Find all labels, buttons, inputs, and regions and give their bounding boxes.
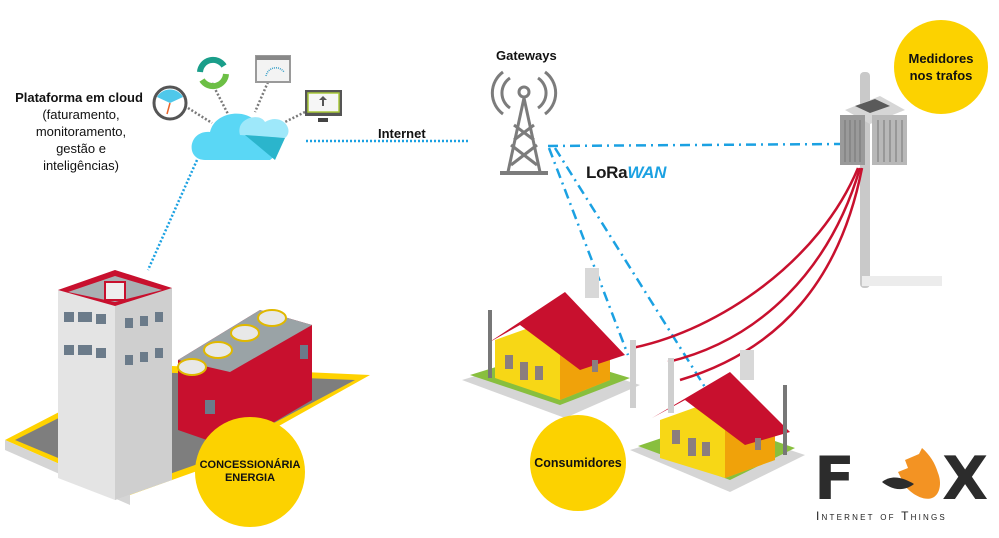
lorawan-logo: LoRaWAN bbox=[586, 163, 666, 183]
fox-logo-icon bbox=[882, 448, 940, 499]
cloud-icon bbox=[191, 113, 289, 160]
lorawan-text-lora: LoRa bbox=[586, 163, 628, 182]
consumers-badge: Consumidores bbox=[530, 415, 626, 511]
transformer-meter bbox=[840, 72, 942, 288]
utility-badge: CONCESSIONÁRIA ENERGIA bbox=[195, 417, 305, 527]
house-left bbox=[462, 268, 640, 418]
internet-link bbox=[146, 139, 470, 271]
lorawan-links bbox=[547, 142, 841, 393]
platform-title: Plataforma em cloud bbox=[15, 90, 143, 105]
dashboard-icon bbox=[255, 55, 291, 83]
fox-logo-letter-f: F bbox=[814, 444, 855, 514]
monitor-upload-icon bbox=[305, 90, 342, 122]
fox-logo-letter-x: X bbox=[942, 444, 989, 514]
gateway-tower-icon bbox=[490, 70, 558, 175]
distribution-poles bbox=[630, 340, 674, 413]
platform-description: (faturamento, monitoramento, gestão e in… bbox=[35, 107, 127, 173]
clock-icon bbox=[152, 85, 188, 121]
sync-icon bbox=[197, 56, 229, 90]
meters-badge: Medidores nos trafos bbox=[894, 20, 988, 114]
house-right bbox=[630, 350, 805, 492]
cloud-icon-connectors bbox=[187, 81, 306, 125]
fox-logo-tagline: Internet of Things bbox=[816, 509, 947, 523]
gateways-label: Gateways bbox=[496, 48, 557, 63]
lorawan-text-wan: WAN bbox=[627, 163, 667, 182]
internet-label: Internet bbox=[378, 126, 426, 141]
power-lines bbox=[605, 167, 864, 382]
utility-building bbox=[5, 270, 370, 505]
fox-logo: F X bbox=[812, 444, 992, 514]
